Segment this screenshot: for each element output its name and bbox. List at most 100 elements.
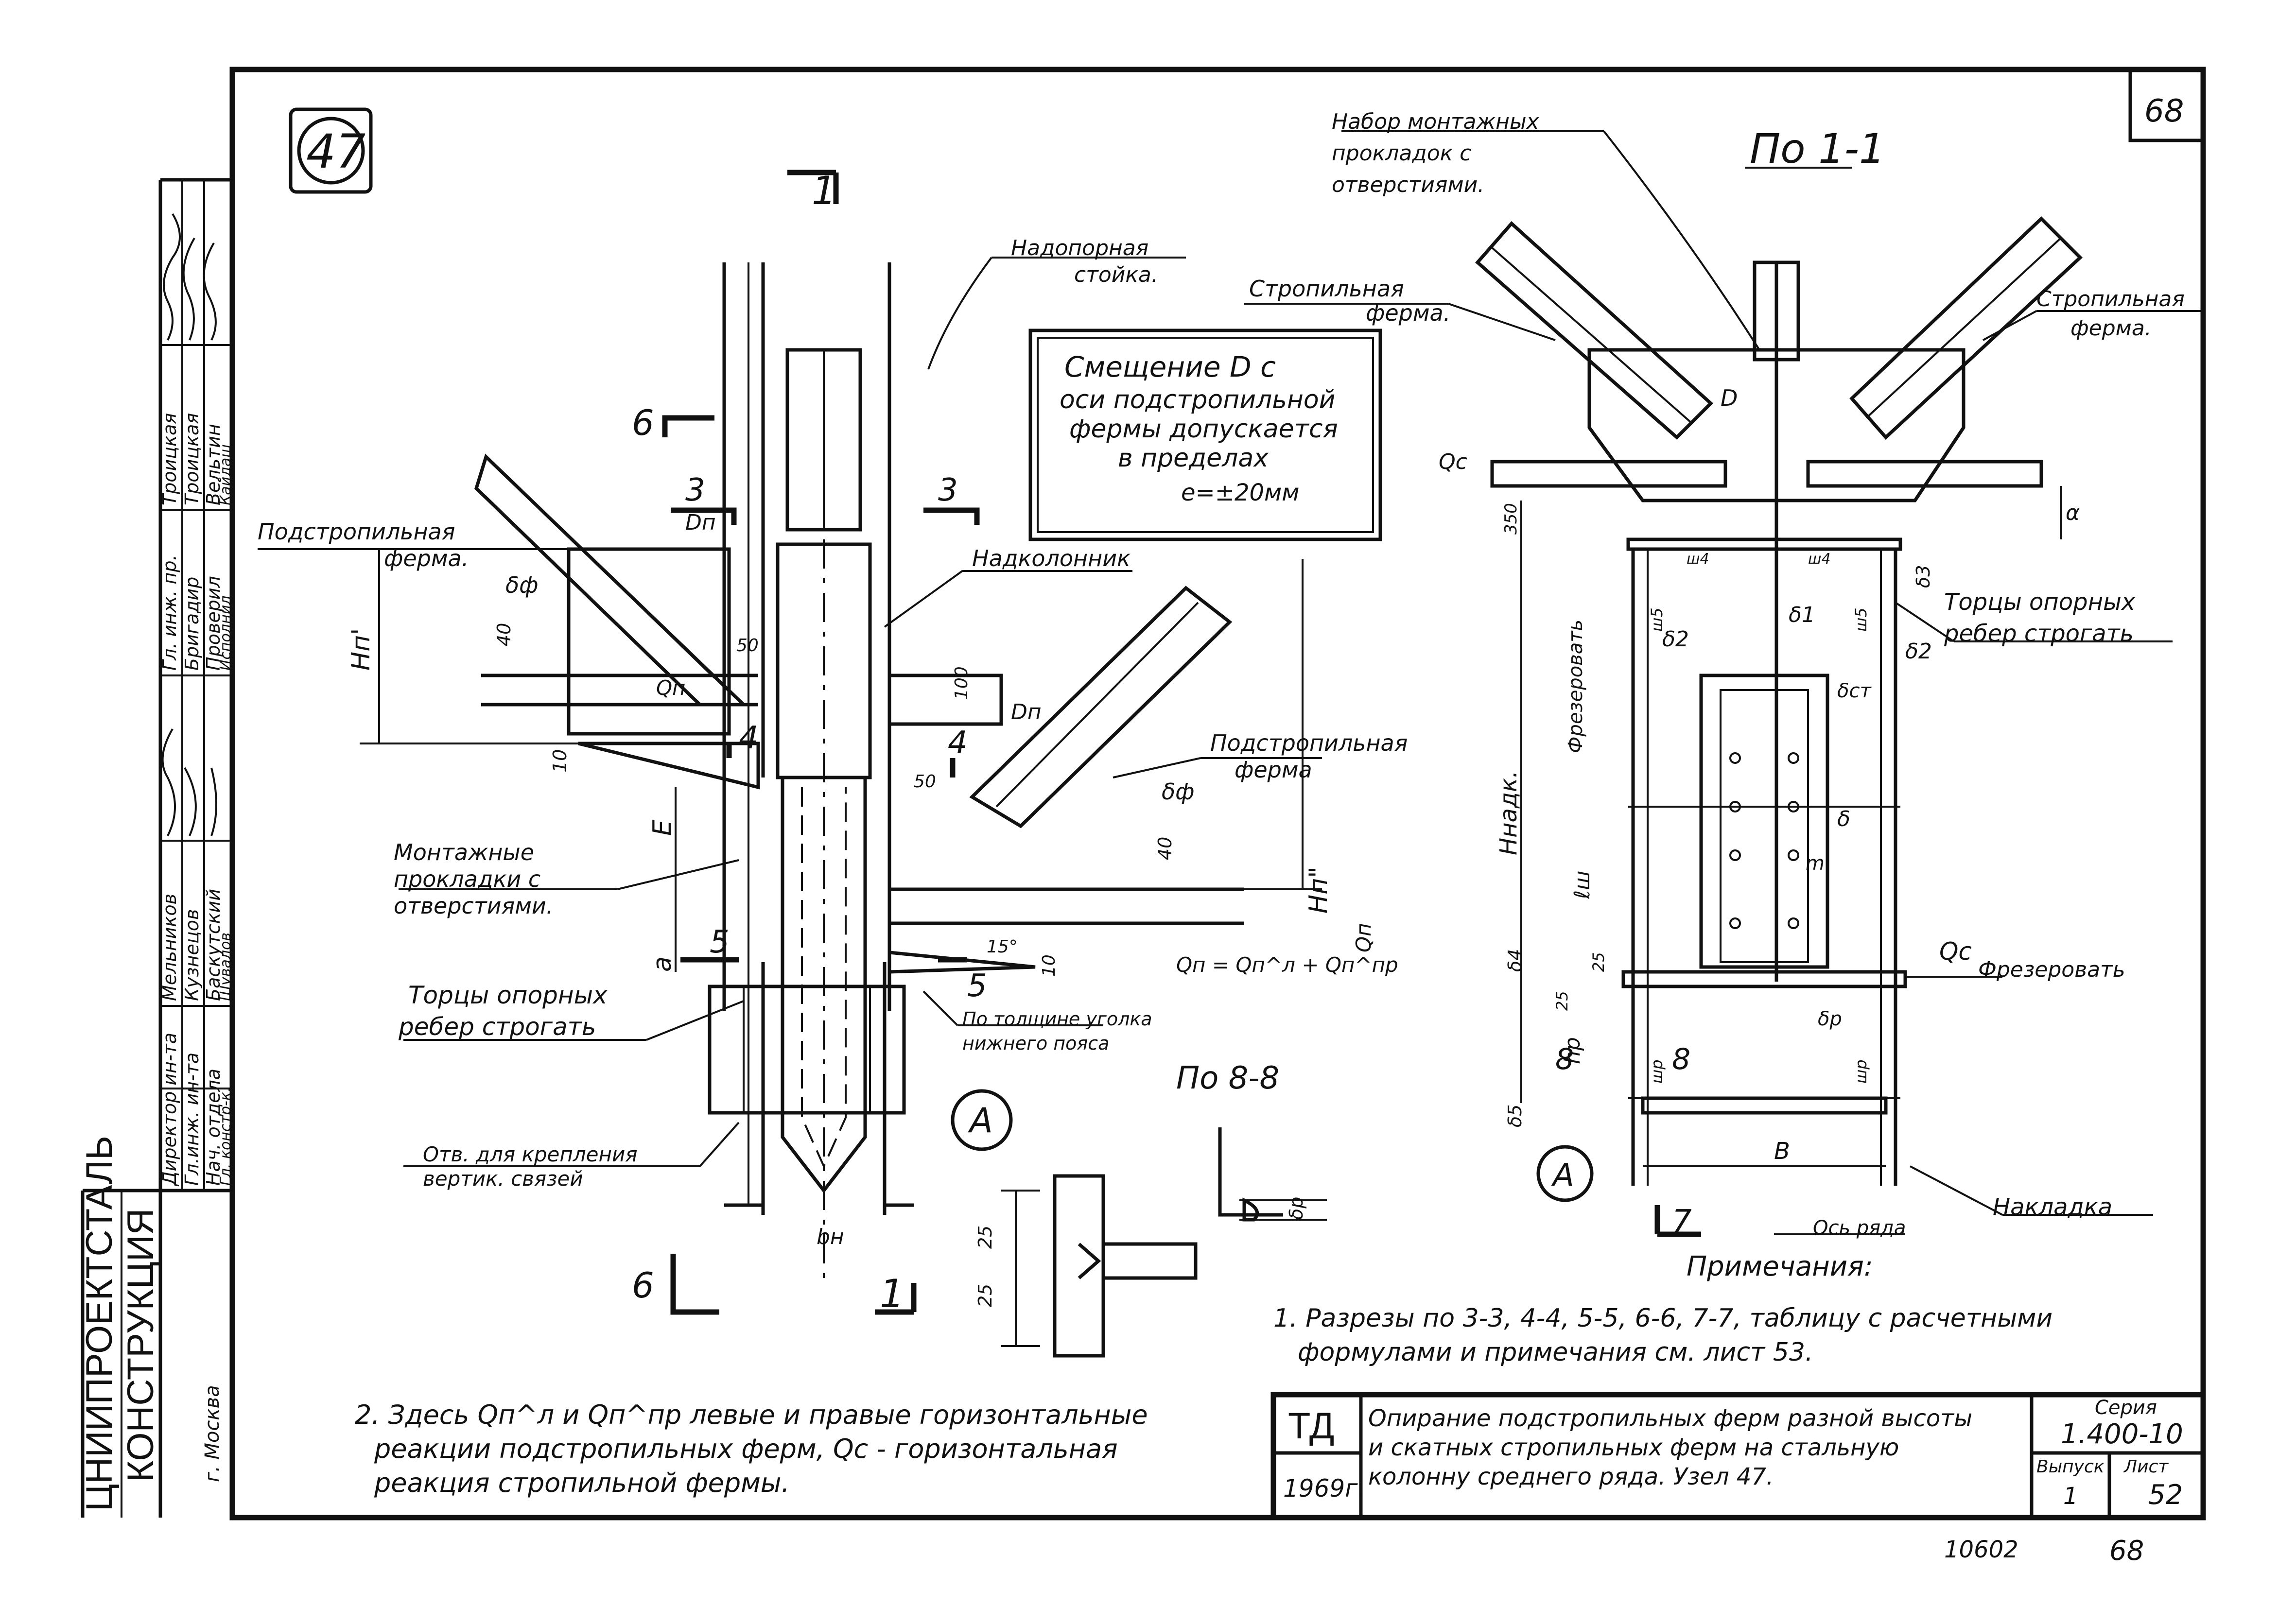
stamp-role-8: Исполнил bbox=[217, 596, 234, 671]
label-nadopornaya: Надопорная bbox=[1011, 236, 1148, 260]
dim-delta5: δ5 bbox=[1504, 1105, 1526, 1127]
section-6-top: 6 bbox=[632, 402, 654, 443]
dim-10-left: 10 bbox=[549, 749, 571, 773]
dim-Hn2: Hп" bbox=[1304, 866, 1333, 914]
dim-40-right: 40 bbox=[1154, 837, 1176, 860]
stamp-org-line2: КОНСТРУКЦИЯ bbox=[120, 1208, 161, 1482]
circle-A-left: А bbox=[968, 1101, 993, 1140]
dim-50-b: 50 bbox=[914, 772, 936, 792]
node-badge-frame bbox=[289, 107, 373, 194]
stamp-role-7: Проверил bbox=[203, 576, 224, 671]
dim-delta2-left: δ2 bbox=[1662, 627, 1689, 652]
dim-350: 350 bbox=[1501, 503, 1521, 535]
section-4-left: 4 bbox=[739, 720, 759, 756]
dim-bn: bн bbox=[817, 1225, 844, 1249]
title-series-value: 1.400-10 bbox=[2061, 1418, 2183, 1450]
dim-delta-f-left: δф bbox=[505, 572, 538, 598]
label-tortsy-right-2: ребер строгать bbox=[1944, 620, 2134, 647]
stamp-role-2: Гл.инж. ин-та bbox=[181, 1053, 203, 1186]
stamp-name-4: Шувалов bbox=[217, 933, 234, 1001]
section-6-bottom: 6 bbox=[632, 1265, 654, 1306]
label-frezerovat-right: Фрезеровать bbox=[1978, 957, 2125, 982]
title-issue-label: Выпуск bbox=[2036, 1457, 2105, 1477]
dim-delta1: δ1 bbox=[1789, 603, 1815, 627]
stamp-name-2: Кузнецов bbox=[181, 909, 203, 1001]
dim-Hnadk: Hнадк. bbox=[1495, 771, 1522, 855]
dim-delta-r: δр bbox=[1286, 1197, 1307, 1220]
note-box-line1: Смещение D с bbox=[1064, 350, 1276, 383]
dim-Dn-right: Dп bbox=[1011, 700, 1042, 725]
label-nakladka: Накладка bbox=[1993, 1193, 2112, 1221]
dim-25-a: 25 bbox=[974, 1226, 996, 1249]
label-podstrop-left-2: ферма. bbox=[384, 545, 469, 571]
dim-40-left: 40 bbox=[493, 623, 515, 646]
dim-delta3: δ3 bbox=[1913, 565, 1934, 588]
section-1-top: 1 bbox=[812, 168, 836, 213]
dim-delta4: δ4 bbox=[1504, 949, 1526, 972]
page-number-bottom: 68 bbox=[2109, 1535, 2144, 1567]
note-box-line3: фермы допускается bbox=[1069, 415, 1338, 444]
circle-A-right: А bbox=[1551, 1158, 1574, 1193]
label-podstrop-left-1: Подстропильная bbox=[258, 518, 455, 545]
dim-sh4-b: ш4 bbox=[1808, 551, 1831, 568]
dim-8-a: 8 bbox=[1555, 1042, 1574, 1076]
note1-line2: формулами и примечания см. лист 53. bbox=[1298, 1338, 1813, 1367]
label-po-tolshchine-1: По толщине уголка bbox=[962, 1008, 1152, 1030]
signature-scribble bbox=[161, 213, 217, 836]
stamp-name-6: Троицкая bbox=[181, 413, 203, 505]
label-montazh-1: Монтажные bbox=[394, 839, 534, 865]
dim-hr: hр bbox=[1560, 1037, 1585, 1064]
node-number: 47 bbox=[306, 124, 365, 179]
label-montazh-2: прокладки с bbox=[394, 866, 540, 892]
stamp-role-1: Директор ин-та bbox=[159, 1033, 180, 1187]
label-podstrop-right-1: Подстропильная bbox=[1210, 730, 1408, 756]
dim-25b-right: 25 bbox=[1553, 991, 1571, 1011]
label-stropilnaya-right-1: Стропильная bbox=[2036, 287, 2185, 311]
dim-B: B bbox=[1774, 1138, 1790, 1165]
dim-25-b: 25 bbox=[974, 1284, 996, 1307]
section-3-right: 3 bbox=[938, 472, 958, 508]
title-line2: и скатных стропильных ферм на стальную bbox=[1368, 1434, 1899, 1461]
dim-25-right: 25 bbox=[1589, 952, 1608, 972]
label-nabor-1: Набор монтажных bbox=[1332, 109, 1540, 134]
label-tortsy-2: ребер строгать bbox=[398, 1013, 596, 1041]
dim-E: E bbox=[648, 820, 677, 836]
stamp-role-4: Гл. констр-к. bbox=[217, 1087, 234, 1186]
label-montazh-3: отверстиями. bbox=[394, 893, 553, 919]
page-number-cell bbox=[2128, 68, 2205, 142]
dim-Qc-left: Qс bbox=[1439, 449, 1467, 474]
dim-50-a: 50 bbox=[736, 636, 759, 656]
title-sheet-value: 52 bbox=[2148, 1479, 2183, 1511]
dim-100: 100 bbox=[952, 666, 972, 700]
sheet-frame bbox=[229, 67, 2206, 1521]
label-stropilnaya-left-1: Стропильная bbox=[1249, 276, 1404, 302]
title-line1: Опирание подстропильных ферм разной высо… bbox=[1368, 1405, 1972, 1432]
dim-shr-a: шр bbox=[1648, 1059, 1666, 1084]
label-tortsy-right-1: Торцы опорных bbox=[1944, 588, 2136, 616]
label-nadkolonnik: Надколонник bbox=[972, 545, 1131, 571]
label-otv-2: вертик. связей bbox=[423, 1167, 583, 1191]
title-sheet-label: Лист bbox=[2123, 1457, 2169, 1477]
label-nabor-2: прокладок с bbox=[1332, 141, 1471, 166]
dim-lsh: ℓш bbox=[1570, 871, 1595, 899]
stamp-name-1: Мельников bbox=[159, 894, 180, 1001]
dim-sh4-a: ш4 bbox=[1687, 551, 1709, 568]
stamp-org-line1: ЦНИИПРОЕКТСТАЛЬ bbox=[79, 1136, 120, 1511]
note-box-line2: оси подстропильной bbox=[1060, 385, 1335, 415]
label-stoyka: стойка. bbox=[1074, 262, 1158, 287]
section-1-bottom: 1 bbox=[880, 1271, 904, 1316]
dim-delta2-right: δ2 bbox=[1905, 639, 1932, 664]
note-box-inner bbox=[1037, 337, 1374, 533]
dim-m: m bbox=[1806, 852, 1825, 875]
label-tortsy-1: Торцы опорных bbox=[408, 981, 608, 1009]
section-4-right: 4 bbox=[948, 725, 968, 761]
label-nabor-3: отверстиями. bbox=[1332, 173, 1484, 197]
note2-line3: реакция стропильной фермы. bbox=[374, 1468, 790, 1498]
note1-line1: 1. Разрезы по 3-3, 4-4, 5-5, 6-6, 7-7, т… bbox=[1273, 1304, 2052, 1333]
title-line3: колонну среднего ряда. Узел 47. bbox=[1368, 1463, 1774, 1490]
label-stropilnaya-right-2: ферма. bbox=[2070, 316, 2152, 341]
formula-Qn: Qп = Qп^л + Qп^пр bbox=[1176, 953, 1398, 977]
dim-Qn-right: Qп bbox=[1352, 923, 1375, 952]
dim-delta-f-right: δф bbox=[1162, 778, 1194, 805]
